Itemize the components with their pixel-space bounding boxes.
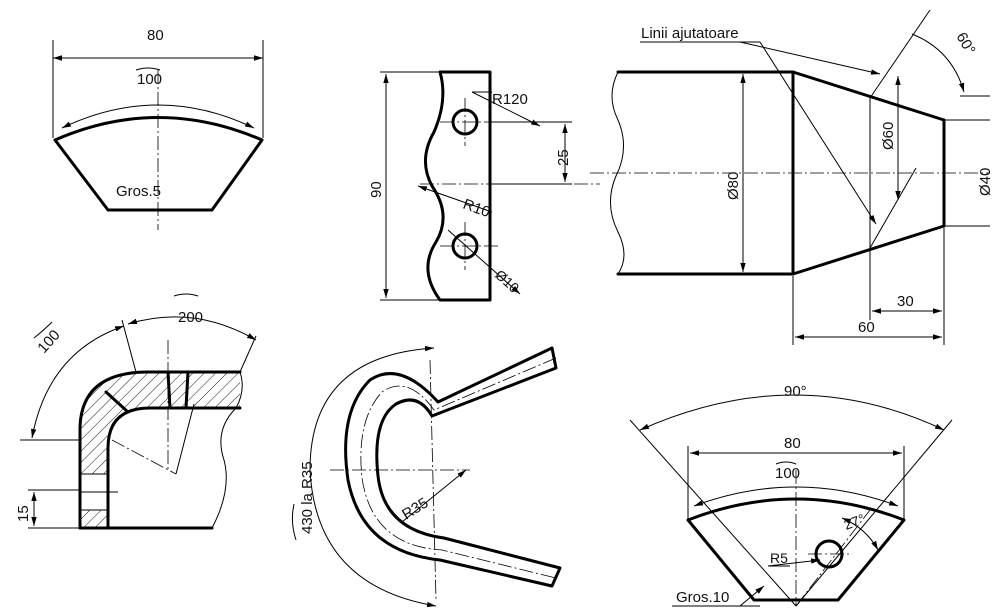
figure-hatched-elbow: 100 200 15 xyxy=(15,293,257,530)
figure-sector-gros10: 90° 80 100 27° R5 Gros.10 xyxy=(629,383,953,607)
fig2-offset-label: 25 xyxy=(555,149,572,166)
fig2-height-label: 90 xyxy=(368,181,385,198)
fig6-thickness-label: Gros.10 xyxy=(676,589,729,606)
fig3-len-long-label: 60 xyxy=(858,319,875,336)
fig5-arc-length-label: 430 la R35 xyxy=(299,461,316,534)
fig6-width-label: 80 xyxy=(784,435,801,452)
figure-sector-gros5: 80 100 Gros.5 xyxy=(52,27,264,230)
fig4-arc-inner-label: 100 xyxy=(34,327,63,357)
fig3-len-short-label: 30 xyxy=(897,293,914,310)
figure-shaft-cone: Ø80 Ø60 Ø40 60° Linii ajutatoare 30 60 xyxy=(590,9,994,345)
figure-plate-with-holes: 90 R120 25 R10 Ø10 xyxy=(368,70,600,302)
fig3-angle-label: 60° xyxy=(953,30,979,58)
fig3-d-small-label: Ø40 xyxy=(977,168,994,196)
fig4-arc-outer-label: 200 xyxy=(178,309,203,326)
fig1-width-label: 80 xyxy=(147,27,164,44)
fig1-arc-label: 100 xyxy=(137,71,162,88)
fig6-angle-label: 90° xyxy=(784,383,807,400)
fig2-radius-top-label: R120 xyxy=(492,91,528,108)
fig5-radius-label: R35 xyxy=(399,494,431,523)
fig2-radius-mid-label: R10 xyxy=(461,196,493,221)
fig1-thickness-label: Gros.5 xyxy=(116,183,161,200)
fig6-radius-label: R5 xyxy=(770,550,788,566)
fig3-callout-label: Linii ajutatoare xyxy=(641,25,739,42)
fig6-angle-small-label: 27° xyxy=(842,511,867,533)
fig4-height-label: 15 xyxy=(15,505,32,522)
fig3-d-large-label: Ø80 xyxy=(725,172,742,200)
fig3-d-mid-label: Ø60 xyxy=(880,122,897,150)
figure-u-bend: R35 430 la R35 xyxy=(291,345,562,608)
fig6-arc-label: 100 xyxy=(775,465,800,482)
